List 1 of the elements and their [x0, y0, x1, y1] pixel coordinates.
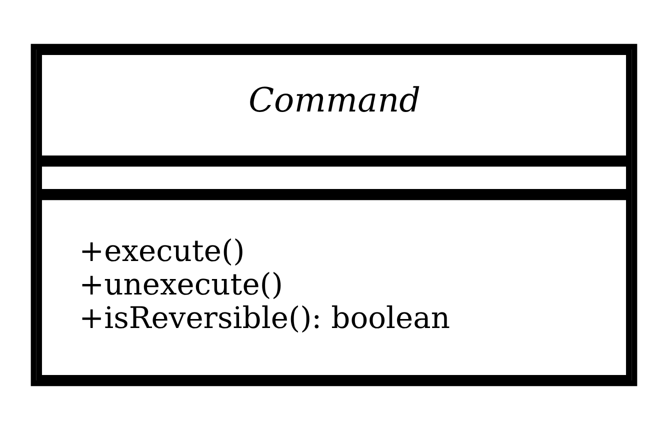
- node-box: Command +execute() +unexecute() +isReversible(): boolean: [30, 44, 638, 386]
